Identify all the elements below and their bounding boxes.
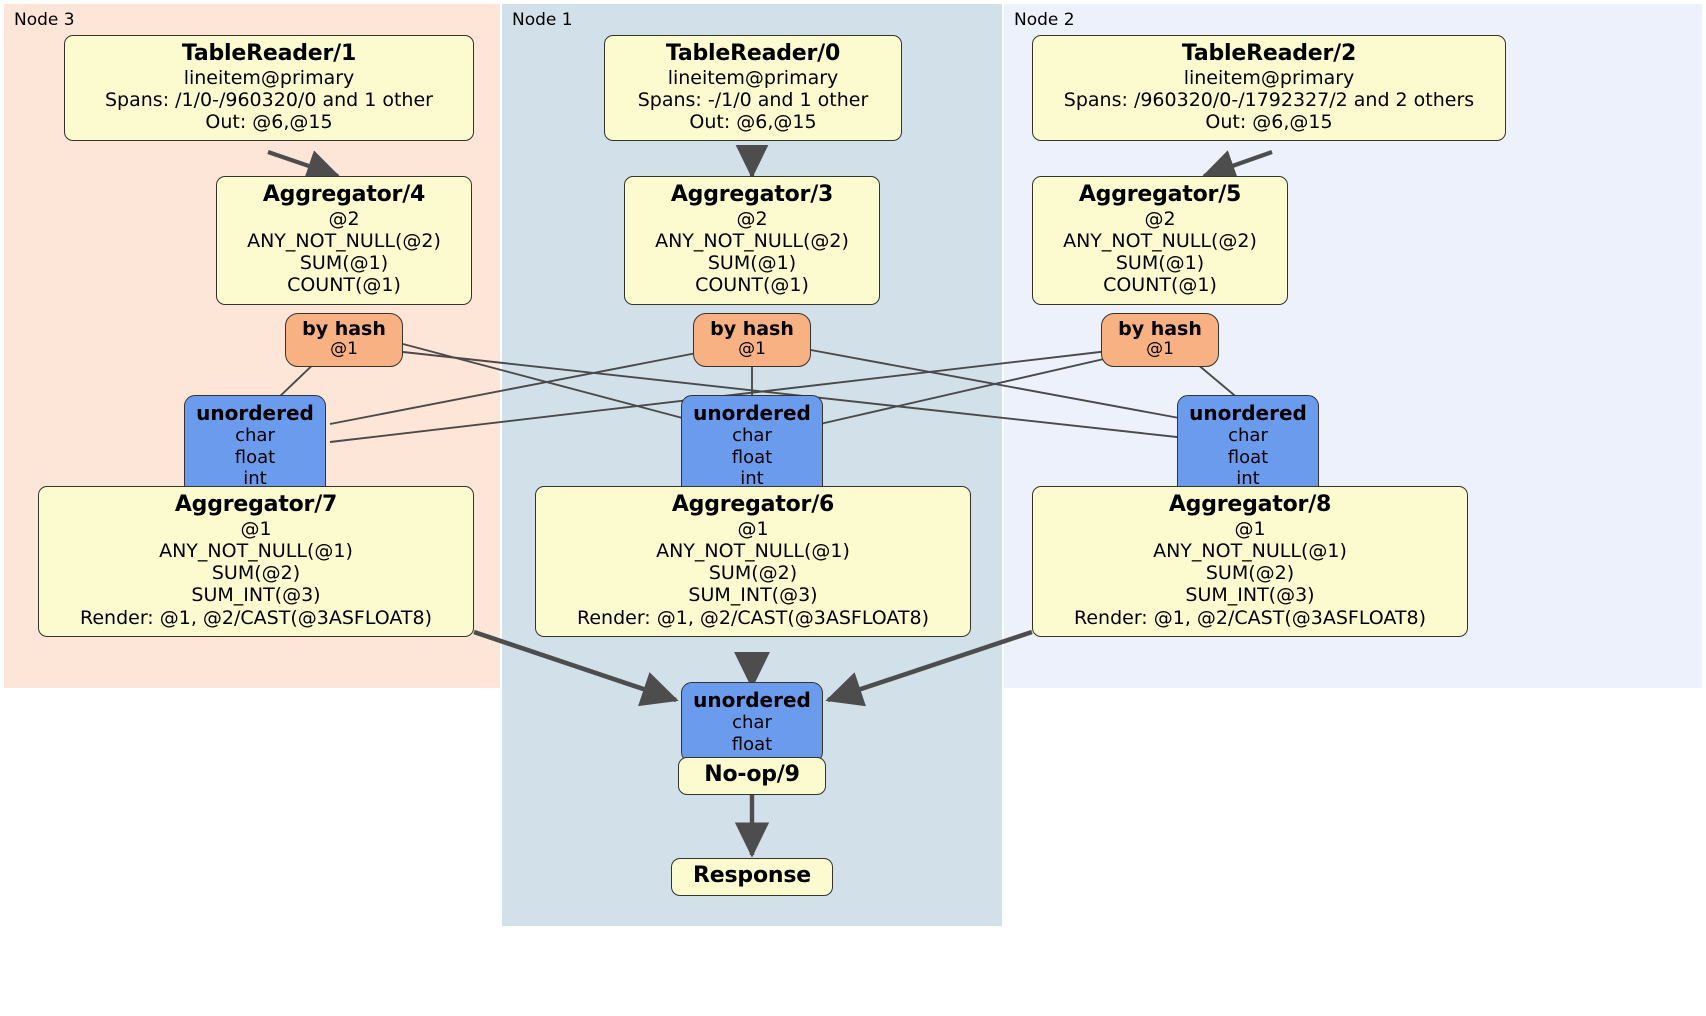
receiver-unordered-node1[interactable]: unordered char float int [681,395,823,498]
processor-spans: Spans: -/1/0 and 1 other [637,88,869,111]
router-title: by hash [710,318,794,340]
receiver-type: char [1228,425,1268,446]
processor-title: Aggregator/3 [670,182,834,207]
receiver-unordered-final[interactable]: unordered char float [681,682,823,764]
processor-aggregator-3[interactable]: Aggregator/3 @2 ANY_NOT_NULL(@2) SUM(@1)… [624,176,880,305]
processor-aggregator-7[interactable]: Aggregator/7 @1 ANY_NOT_NULL(@1) SUM(@2)… [38,486,474,637]
processor-func: ANY_NOT_NULL(@1) [1153,539,1347,562]
processor-func: SUM_INT(@3) [688,584,818,607]
processor-title: Response [693,863,811,888]
receiver-title: unordered [1189,401,1307,425]
processor-tablereader-0[interactable]: TableReader/0 lineitem@primary Spans: -/… [604,35,902,142]
processor-aggregator-8[interactable]: Aggregator/8 @1 ANY_NOT_NULL(@1) SUM(@2)… [1032,486,1468,637]
processor-spans: Spans: /1/0-/960320/0 and 1 other [105,88,433,111]
router-title: by hash [1118,318,1202,340]
processor-func: ANY_NOT_NULL(@2) [247,229,441,252]
processor-title: TableReader/1 [181,41,357,66]
processor-noop-9[interactable]: No-op/9 [678,757,826,795]
processor-response[interactable]: Response [671,858,833,896]
processor-aggregator-4[interactable]: Aggregator/4 @2 ANY_NOT_NULL(@2) SUM(@1)… [216,176,472,305]
receiver-type: int [1236,468,1260,490]
processor-func: SUM(@2) [211,562,301,585]
processor-render: Render: @1, @2/CAST(@3ASFLOAT8) [80,606,432,629]
router-by-hash-node1[interactable]: by hash @1 [693,313,811,367]
router-by-hash-node2[interactable]: by hash @1 [1101,313,1219,367]
receiver-title: unordered [693,688,811,712]
processor-out: Out: @6,@15 [1205,111,1333,134]
processor-title: Aggregator/6 [671,492,835,517]
receiver-type: char [732,712,772,733]
router-by-hash-node3[interactable]: by hash @1 [285,313,403,367]
router-title: by hash [302,318,386,340]
processor-out: Out: @6,@15 [205,111,333,134]
receiver-title: unordered [196,401,314,425]
receiver-type: int [740,468,764,490]
receiver-type: float [731,733,773,755]
processor-func: SUM(@1) [1115,252,1205,275]
router-key: @1 [738,339,766,360]
processor-out: Out: @6,@15 [689,111,817,134]
processor-func: SUM(@1) [299,252,389,275]
node-label-node3: Node 3 [14,10,75,30]
processor-title: Aggregator/5 [1078,182,1242,207]
processor-func: SUM(@2) [1205,562,1295,585]
processor-tablereader-2[interactable]: TableReader/2 lineitem@primary Spans: /9… [1032,35,1506,142]
router-key: @1 [330,339,358,360]
receiver-type: float [731,446,773,468]
router-key: @1 [1146,339,1174,360]
processor-title: Aggregator/8 [1168,492,1332,517]
processor-title: No-op/9 [704,762,800,787]
processor-title: TableReader/0 [665,41,841,66]
node-label-node1: Node 1 [512,10,573,30]
processor-title: TableReader/2 [1181,41,1357,66]
processor-title: Aggregator/7 [174,492,338,517]
processor-func: SUM_INT(@3) [191,584,321,607]
processor-func: SUM(@2) [708,562,798,585]
node-label-node2: Node 2 [1014,10,1075,30]
receiver-type: int [243,468,267,490]
processor-func: COUNT(@1) [287,274,401,297]
processor-group: @1 [737,517,769,540]
processor-func: COUNT(@1) [1103,274,1217,297]
processor-func: COUNT(@1) [695,274,809,297]
receiver-unordered-node2[interactable]: unordered char float int [1177,395,1319,498]
processor-func: SUM(@1) [707,252,797,275]
receiver-title: unordered [693,401,811,425]
processor-aggregator-5[interactable]: Aggregator/5 @2 ANY_NOT_NULL(@2) SUM(@1)… [1032,176,1288,305]
processor-render: Render: @1, @2/CAST(@3ASFLOAT8) [1074,606,1426,629]
receiver-unordered-node3[interactable]: unordered char float int [184,395,326,498]
processor-group: @2 [328,207,360,230]
processor-func: ANY_NOT_NULL(@2) [655,229,849,252]
processor-spans: Spans: /960320/0-/1792327/2 and 2 others [1063,88,1475,111]
processor-tablereader-1[interactable]: TableReader/1 lineitem@primary Spans: /1… [64,35,474,142]
processor-aggregator-6[interactable]: Aggregator/6 @1 ANY_NOT_NULL(@1) SUM(@2)… [535,486,971,637]
processor-title: Aggregator/4 [262,182,426,207]
processor-group: @2 [1144,207,1176,230]
processor-source: lineitem@primary [183,66,355,89]
processor-group: @1 [1234,517,1266,540]
receiver-type: char [732,425,772,446]
processor-func: ANY_NOT_NULL(@1) [656,539,850,562]
receiver-type: char [235,425,275,446]
processor-func: SUM_INT(@3) [1185,584,1315,607]
processor-source: lineitem@primary [1183,66,1355,89]
processor-group: @2 [736,207,768,230]
processor-source: lineitem@primary [667,66,839,89]
receiver-type: float [234,446,276,468]
processor-group: @1 [240,517,272,540]
processor-func: ANY_NOT_NULL(@2) [1063,229,1257,252]
receiver-type: float [1227,446,1269,468]
processor-render: Render: @1, @2/CAST(@3ASFLOAT8) [577,606,929,629]
processor-func: ANY_NOT_NULL(@1) [159,539,353,562]
